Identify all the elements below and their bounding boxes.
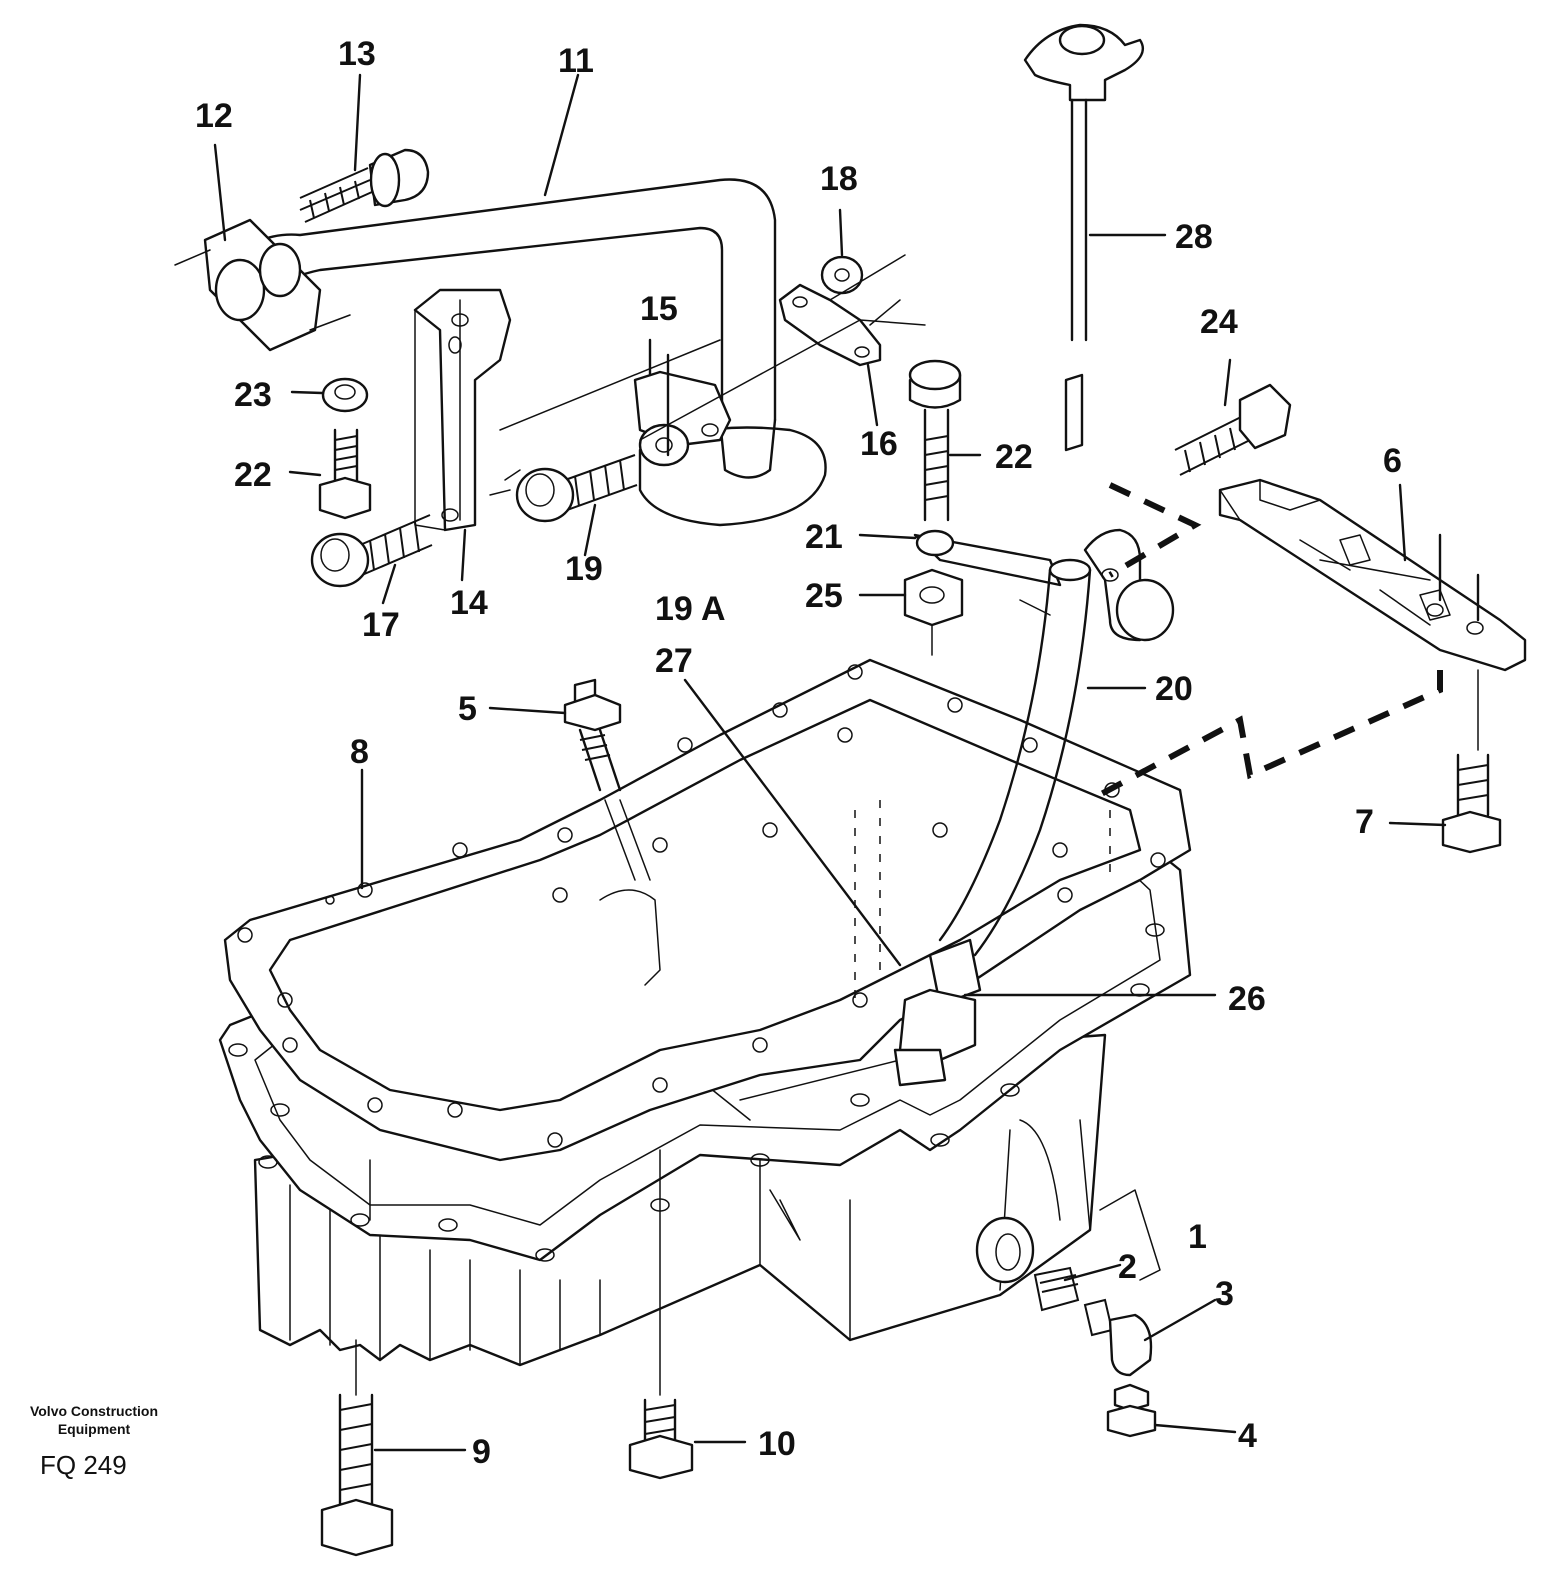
- label-2: 2: [1118, 1248, 1137, 1286]
- brand-caption: Volvo Construction Equipment: [29, 1403, 159, 1437]
- label-27: 27: [655, 642, 693, 680]
- label-28: 28: [1175, 218, 1213, 256]
- washer-23: [321, 377, 369, 413]
- label-14: 14: [450, 584, 488, 622]
- label-23: 23: [234, 376, 272, 414]
- label-18: 18: [820, 160, 858, 198]
- bolt-22-right: [908, 359, 962, 522]
- nut-25: [903, 568, 964, 627]
- label-15: 15: [640, 290, 678, 328]
- figure-code: FQ 249: [40, 1450, 127, 1480]
- bolt-7: [1441, 753, 1502, 854]
- callout-labels: 11 13 12 18 28 15 24 23 16 22 6 22 21 19…: [195, 35, 1402, 1471]
- label-11: 11: [558, 42, 594, 80]
- bolt-13: [299, 148, 430, 223]
- label-24: 24: [1200, 303, 1238, 341]
- label-4: 4: [1238, 1417, 1257, 1455]
- label-19a: 19 A: [655, 590, 726, 628]
- dipstick-guide-tube: [893, 528, 1175, 1087]
- drain-assembly: [975, 1189, 1161, 1438]
- label-22-left: 22: [234, 456, 272, 494]
- label-20: 20: [1155, 670, 1193, 708]
- label-8: 8: [350, 733, 369, 771]
- bracket: [413, 288, 512, 532]
- bolt-24: [1174, 383, 1292, 476]
- strap: [778, 255, 882, 367]
- oil-level-sensor: [563, 678, 661, 986]
- label-1: 1: [1188, 1218, 1207, 1256]
- clamp: [633, 370, 732, 467]
- label-5: 5: [458, 690, 477, 728]
- label-26: 26: [1228, 980, 1266, 1018]
- label-21: 21: [805, 518, 843, 556]
- leader-lines: [213, 73, 1447, 1452]
- label-19: 19: [565, 550, 603, 588]
- bolt-22-left: [318, 428, 372, 520]
- label-10: 10: [758, 1425, 796, 1463]
- label-22-right: 22: [995, 438, 1033, 476]
- bolt-17: [310, 514, 433, 588]
- label-16: 16: [860, 425, 898, 463]
- stiffener-plate: [1218, 478, 1527, 672]
- label-13: 13: [338, 35, 376, 73]
- bolt-10: [628, 1398, 694, 1480]
- oil-pan-gasket: [223, 658, 1192, 1162]
- bolt-19: [515, 454, 638, 523]
- label-25: 25: [805, 577, 843, 615]
- assembly-lines: [174, 249, 1479, 1396]
- bolt-9: [320, 1393, 394, 1557]
- label-7: 7: [1355, 803, 1374, 841]
- dipstick: [1023, 23, 1145, 452]
- label-3: 3: [1215, 1275, 1234, 1313]
- washer-21: [913, 529, 1062, 587]
- label-17: 17: [362, 606, 400, 644]
- label-9: 9: [472, 1433, 491, 1471]
- label-12: 12: [195, 97, 233, 135]
- label-6: 6: [1383, 442, 1402, 480]
